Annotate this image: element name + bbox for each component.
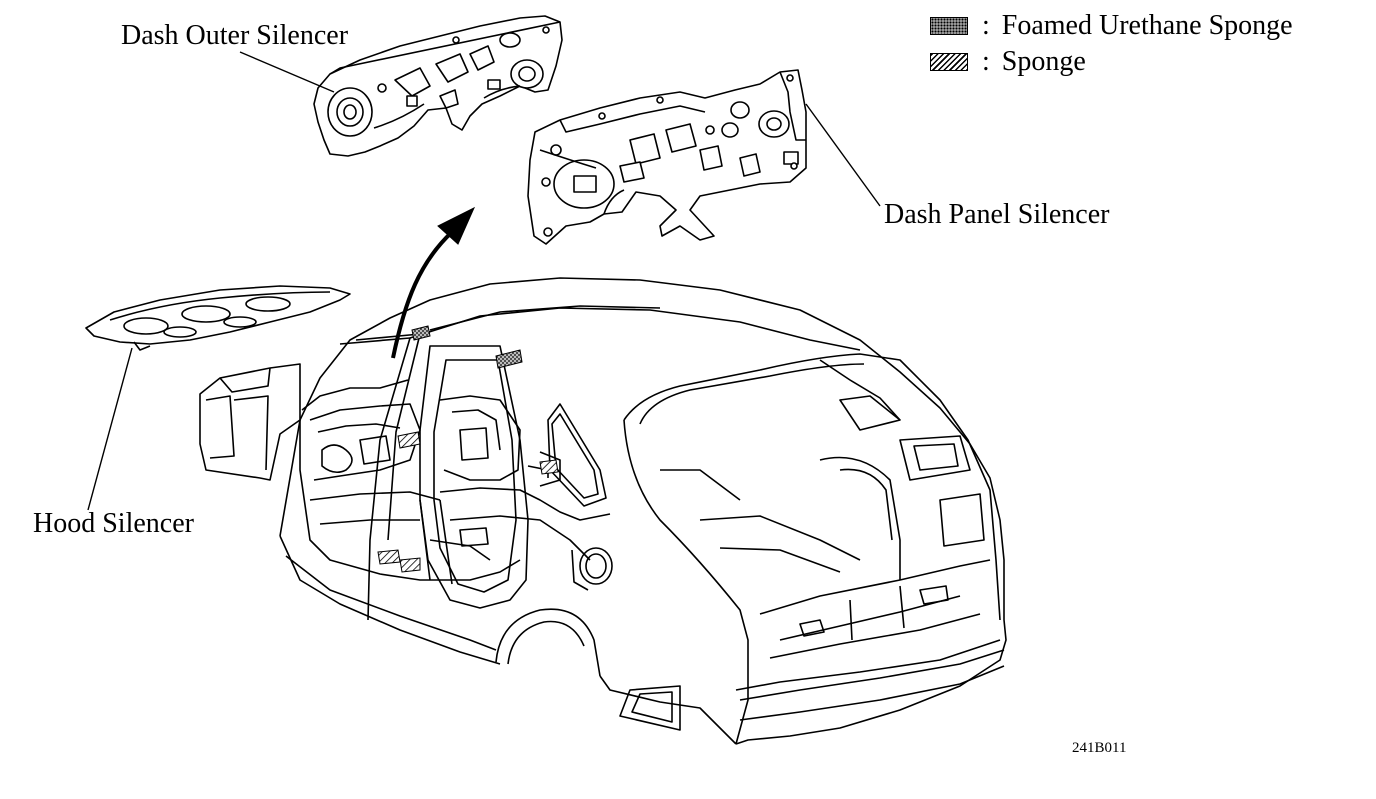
dash-outer-silencer-label: Dash Outer Silencer	[121, 20, 349, 51]
sponge-swatch	[930, 53, 968, 71]
legend-separator: :	[982, 10, 990, 41]
dash-panel-silencer-label: Dash Panel Silencer	[884, 199, 1110, 230]
legend-separator: :	[982, 46, 990, 77]
legend-label-sponge: Sponge	[1001, 46, 1086, 77]
dash-outer-silencer-part	[314, 16, 562, 156]
figure-code: 241B011	[1072, 740, 1127, 756]
legend-item-sponge: : Sponge	[930, 48, 1086, 76]
dash-panel-silencer-part	[528, 70, 806, 244]
leader-lines	[88, 52, 880, 510]
legend-label-foamed-urethane: Foamed Urethane Sponge	[1001, 10, 1293, 41]
dash-panel-leader	[806, 104, 880, 206]
foamed-urethane-swatch	[930, 17, 968, 35]
hood-silencer-label: Hood Silencer	[33, 508, 194, 539]
legend-item-foamed-urethane: : Foamed Urethane Sponge	[930, 12, 1293, 40]
sponge-markers	[378, 432, 558, 572]
foamed-urethane-sponge-markers	[412, 326, 522, 368]
dash-outer-leader	[240, 52, 334, 92]
hood-silencer-part	[86, 286, 350, 350]
hood-leader	[88, 348, 132, 510]
car-body-shell	[200, 278, 1006, 744]
